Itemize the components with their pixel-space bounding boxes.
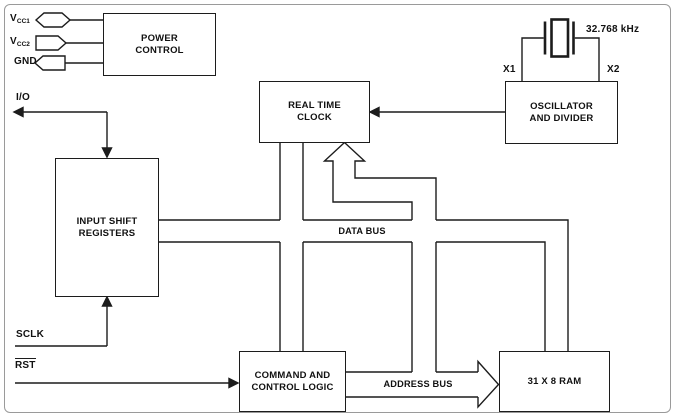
rtc-label-line2: CLOCK xyxy=(297,112,332,123)
oscillator-label-line1: OSCILLATOR xyxy=(530,100,593,112)
rst-signal-arrow xyxy=(15,377,240,389)
vcc1-main: V xyxy=(10,13,17,24)
command-control-logic-block: COMMAND AND CONTROL LOGIC xyxy=(239,351,346,412)
vcc2-pin-tag xyxy=(35,35,103,51)
crystal-frequency-label: 32.768 kHz xyxy=(586,24,640,35)
ram-label: 31 X 8 RAM xyxy=(527,375,582,387)
real-time-clock-block: REAL TIME CLOCK xyxy=(259,81,370,143)
isr-label-line1: INPUT SHIFT xyxy=(76,215,138,227)
vcc1-pin-label: VCC1 xyxy=(10,13,30,25)
gnd-pin-tag xyxy=(33,55,103,71)
power-control-label-line1: POWER xyxy=(141,32,178,44)
x1-pin-label: X1 xyxy=(503,64,516,75)
oscillator-label-line2: AND DIVIDER xyxy=(529,112,594,124)
diagram-border xyxy=(4,4,671,413)
rtc-label-line1: REAL TIME xyxy=(288,100,341,111)
rst-pin-label: RST xyxy=(15,358,36,371)
power-control-block: POWER CONTROL xyxy=(103,13,216,76)
io-signal-arrow xyxy=(12,106,113,159)
crystal-symbol xyxy=(521,18,600,81)
vcc1-pin-tag xyxy=(34,12,103,28)
rst-text: RST xyxy=(15,358,36,371)
ram-block: 31 X 8 RAM xyxy=(499,351,610,412)
io-pin-label: I/O xyxy=(16,92,30,103)
isr-label-line2: REGISTERS xyxy=(78,227,136,239)
oscillator-to-rtc-arrow xyxy=(368,106,505,118)
command-label-line1: COMMAND AND xyxy=(254,369,331,381)
rtc-bus-arrow-branch xyxy=(322,141,437,372)
vcc2-main: V xyxy=(10,36,17,47)
gnd-pin-label: GND xyxy=(14,56,37,67)
data-bus-channel xyxy=(158,219,569,351)
address-bus-channel xyxy=(345,359,500,409)
data-bus-label: DATA BUS xyxy=(338,226,386,236)
vcc2-sub: CC2 xyxy=(16,41,30,48)
command-label-line2: CONTROL LOGIC xyxy=(251,381,334,393)
oscillator-divider-block: OSCILLATOR AND DIVIDER xyxy=(505,81,618,144)
rtc-command-channel xyxy=(279,142,304,351)
power-control-label-line2: CONTROL xyxy=(135,44,184,56)
x2-pin-label: X2 xyxy=(607,64,620,75)
address-bus-label: ADDRESS BUS xyxy=(383,379,453,389)
sclk-signal-arrow xyxy=(15,295,113,347)
sclk-pin-label: SCLK xyxy=(16,329,45,340)
vcc2-pin-label: VCC2 xyxy=(10,36,30,48)
input-shift-registers-block: INPUT SHIFT REGISTERS xyxy=(55,158,159,297)
vcc1-sub: CC1 xyxy=(16,18,30,25)
